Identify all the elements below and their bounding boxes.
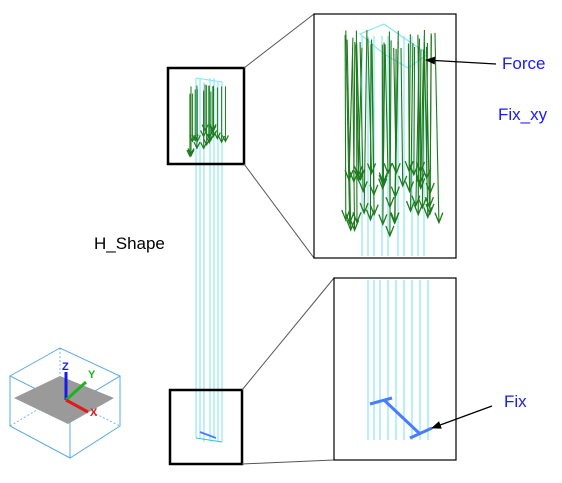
force-arrowhead <box>378 214 388 227</box>
top-detail-box <box>166 66 246 166</box>
force-arrowhead <box>398 175 408 188</box>
force-arrowhead <box>385 196 395 209</box>
force-arrow <box>356 43 362 180</box>
fix-support-bar <box>369 396 393 406</box>
force-arrowhead <box>383 163 393 176</box>
force-arrowhead <box>349 171 359 184</box>
force-arrowhead <box>186 149 194 158</box>
top-zoom-inset <box>313 13 457 259</box>
axis-z-label: Z <box>62 361 69 373</box>
force-arrowhead <box>359 202 369 215</box>
orientation-triad: Z Y X <box>8 347 122 459</box>
zoom-connector-bottom-upper <box>241 277 335 391</box>
force-arrow <box>423 42 429 218</box>
force-arrow <box>345 30 351 224</box>
force-arrowhead <box>349 219 360 232</box>
force-arrowhead <box>358 181 368 194</box>
force-arrow <box>382 46 386 225</box>
bottom-detail-box <box>168 388 244 466</box>
force-arrow <box>355 44 360 181</box>
force-arrowhead <box>191 134 199 142</box>
beam-base-edge <box>195 437 223 443</box>
force-arrowhead <box>341 209 351 222</box>
force-arrowhead <box>417 197 427 210</box>
force-arrowhead <box>425 203 435 216</box>
force-arrow <box>421 29 426 208</box>
force-arrow <box>353 42 356 182</box>
force-arrowhead <box>355 169 366 182</box>
force-arrowhead <box>346 219 356 232</box>
fix-support-bar <box>199 431 217 439</box>
axis-x-label: X <box>90 407 98 419</box>
zoom-connector-top-lower <box>243 163 315 259</box>
fix-xy-label: Fix_xy <box>498 105 548 124</box>
zoom-connector-top-upper <box>243 13 315 69</box>
axis-y-label: Y <box>88 369 96 381</box>
force-arrowhead <box>424 196 435 209</box>
force-arrowhead <box>366 163 377 176</box>
force-arrow <box>363 30 368 214</box>
force-arrowhead <box>213 132 221 140</box>
fix-support-bar <box>409 426 433 440</box>
force-arrow <box>394 30 399 197</box>
force-arrowhead <box>218 135 226 144</box>
zoom-connector-bottom-lower <box>241 459 335 465</box>
bottom-inset-frame <box>333 277 457 461</box>
bottom-zoom-inset <box>333 277 457 461</box>
force-arrow <box>434 32 440 223</box>
force-arrowhead <box>422 168 432 181</box>
force-arrow <box>400 47 404 186</box>
force-arrowhead <box>201 124 209 133</box>
force-arrowhead <box>405 200 416 213</box>
force-arrowhead <box>200 142 208 150</box>
force-arrowhead <box>389 212 400 225</box>
force-arrowhead <box>369 184 379 197</box>
force-arrow <box>429 35 432 214</box>
force-arrow <box>384 44 389 174</box>
force-arrow <box>388 31 391 208</box>
force-arrowhead <box>344 169 354 182</box>
force-arrowhead <box>369 204 379 217</box>
force-arrowhead <box>413 204 423 217</box>
force-label: Force <box>502 54 546 73</box>
force-arrow <box>407 43 411 192</box>
model-name-label: H_Shape <box>94 234 165 253</box>
h-shape-beam-model <box>186 77 229 443</box>
force-arrowhead <box>390 186 400 199</box>
force-arrow <box>346 39 352 230</box>
force-arrow <box>351 47 356 231</box>
axis-x <box>65 398 89 414</box>
force-arrowhead <box>187 149 195 158</box>
force-arrowhead <box>207 133 215 142</box>
force-arrow <box>344 34 347 220</box>
force-arrowhead <box>434 212 444 225</box>
force-arrowhead <box>404 181 415 194</box>
force-arrow <box>367 38 373 174</box>
force-arrow <box>357 47 363 176</box>
force-arrow <box>420 49 425 189</box>
force-leader-arrow <box>425 56 497 65</box>
force-arrowhead <box>385 225 395 238</box>
force-arrowhead <box>193 141 201 150</box>
beam-top-edge <box>195 77 223 83</box>
force-arrowhead <box>354 170 364 183</box>
force-arrow <box>413 47 416 175</box>
force-arrow <box>417 34 422 173</box>
axis-y <box>64 380 88 402</box>
fix-leader-arrow <box>431 405 493 429</box>
force-arrowhead <box>209 125 217 134</box>
triad-plane <box>14 376 114 424</box>
force-arrow <box>409 43 414 212</box>
fix-label: Fix <box>504 392 527 411</box>
fix-support-bar <box>382 398 422 436</box>
force-arrow <box>426 42 428 179</box>
